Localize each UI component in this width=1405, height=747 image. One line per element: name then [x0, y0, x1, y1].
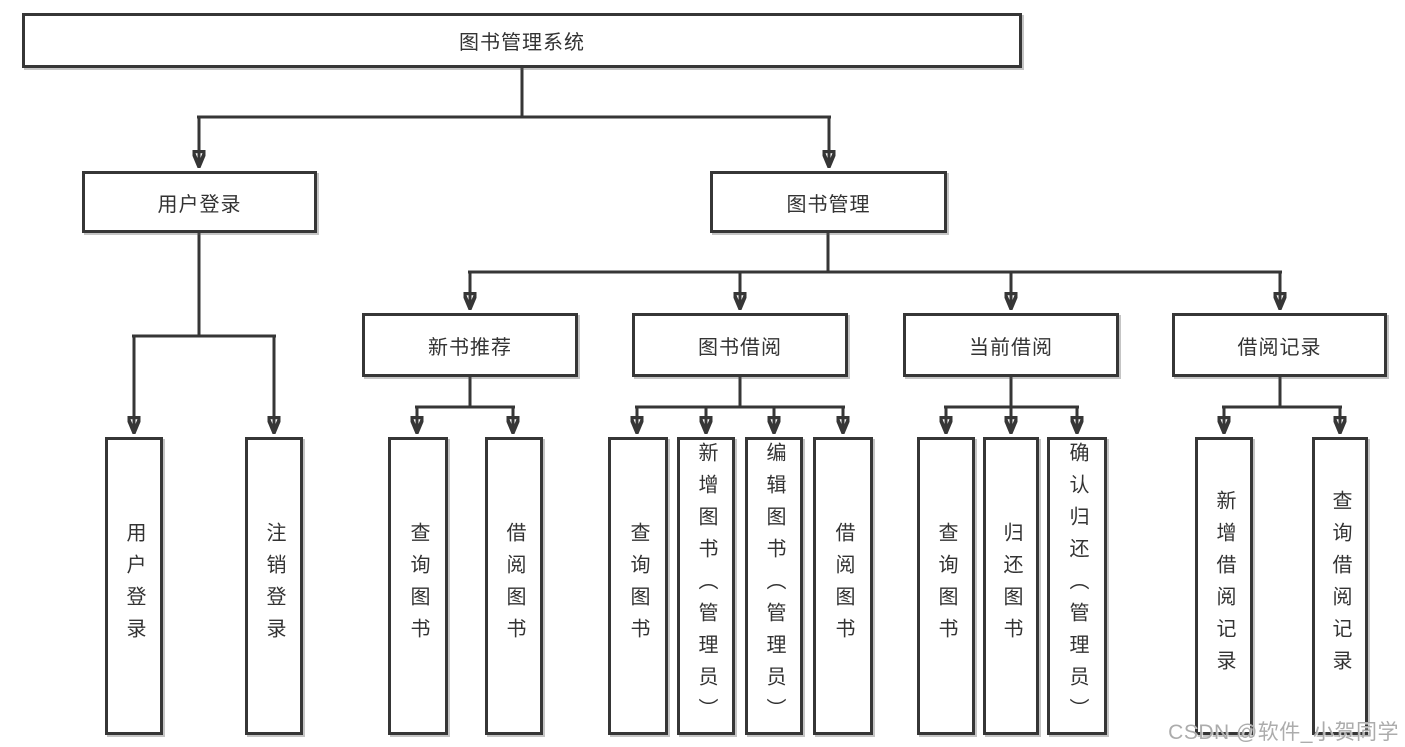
node-user-login-action: 用户登录 [105, 437, 163, 735]
connector-borrow-record [1222, 376, 1342, 430]
node-borrow-book-1: 借阅图书 [485, 437, 543, 735]
node-root: 图书管理系统 [22, 13, 1022, 68]
node-label: 查询图书 [627, 522, 649, 650]
node-label: 借阅记录 [1237, 336, 1322, 359]
node-book-borrow: 图书借阅 [632, 313, 848, 377]
node-label: 确认归还（管理员） [1066, 442, 1088, 730]
node-add-borrow-record: 新增借阅记录 [1195, 437, 1253, 735]
node-label: 借阅图书 [503, 522, 525, 650]
node-user-login: 用户登录 [82, 171, 317, 233]
node-label: 图书管理 [786, 193, 871, 216]
connector-book-mgmt [468, 233, 1282, 306]
node-query-borrow-record: 查询借阅记录 [1312, 437, 1368, 735]
node-return-book: 归还图书 [983, 437, 1039, 735]
node-label: 当前借阅 [969, 336, 1053, 359]
node-label: 借阅图书 [832, 522, 854, 650]
node-current-borrow: 当前借阅 [903, 313, 1119, 377]
csdn-watermark: CSDN @软件_小贺同学 [1168, 716, 1399, 746]
node-query-book-3: 查询图书 [917, 437, 975, 735]
connector-current-borrow [944, 377, 1079, 430]
node-label: 查询图书 [935, 522, 957, 650]
connector-book-borrow [635, 377, 845, 430]
node-add-book-admin: 新增图书（管理员） [677, 437, 735, 735]
watermark-text: CSDN @软件_小贺同学 [1168, 721, 1399, 744]
node-query-book-1: 查询图书 [388, 437, 448, 735]
node-label: 查询借阅记录 [1329, 490, 1351, 682]
connector-new-book [415, 377, 515, 430]
node-query-book-2: 查询图书 [608, 437, 668, 735]
node-label: 新增图书（管理员） [695, 442, 717, 730]
node-borrow-book-2: 借阅图书 [813, 437, 873, 735]
node-label: 图书借阅 [698, 336, 782, 359]
node-label: 归还图书 [1000, 522, 1022, 650]
node-label: 用户登录 [123, 522, 145, 650]
node-new-book-recommend: 新书推荐 [362, 313, 578, 377]
node-label: 新书推荐 [428, 336, 512, 359]
node-label: 用户登录 [157, 193, 242, 216]
node-edit-book-admin: 编辑图书（管理员） [745, 437, 803, 735]
node-logout: 注销登录 [245, 437, 303, 735]
node-label: 图书管理系统 [459, 32, 585, 54]
connector-user-login [132, 233, 276, 430]
node-label: 新增借阅记录 [1213, 490, 1235, 682]
node-borrow-record: 借阅记录 [1172, 313, 1387, 377]
connector-root [197, 68, 831, 164]
node-label: 编辑图书（管理员） [763, 442, 785, 730]
node-label: 注销登录 [263, 522, 285, 650]
node-confirm-return-admin: 确认归还（管理员） [1047, 437, 1107, 735]
node-label: 查询图书 [407, 522, 429, 650]
node-book-mgmt: 图书管理 [710, 171, 947, 233]
